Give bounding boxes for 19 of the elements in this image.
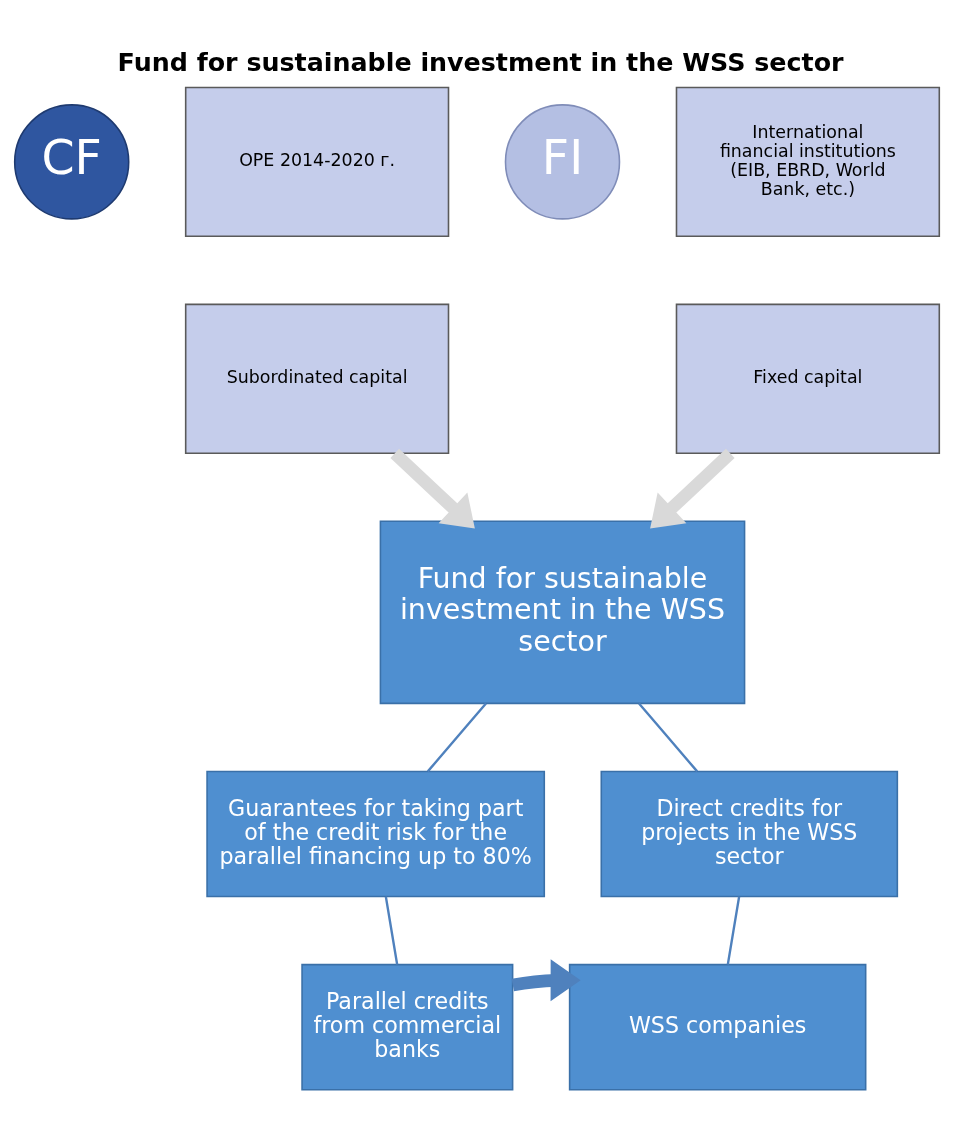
connector — [638, 702, 699, 772]
node-box: International financial institutions (EIB, EBRD, World Bank, etc.) — [675, 86, 941, 237]
node-box: Fixed capital — [675, 303, 941, 454]
arrow — [390, 448, 475, 529]
connector — [726, 896, 741, 965]
node-circle: CF — [13, 103, 130, 220]
connector — [384, 896, 399, 965]
node-circle: FI — [504, 103, 621, 220]
node-box: Direct credits for projects in the WSS sector — [600, 770, 899, 897]
node-box: Subordinated capital — [184, 303, 450, 454]
node-box: OPE 2014-2020 г. — [184, 86, 450, 237]
node-box: Fund for sustainable investment in the WSS sector — [379, 520, 746, 704]
diagram-title: Fund for sustainable investment in the WSS sector — [117, 46, 844, 77]
node-box: Parallel credits from commercial banks — [301, 963, 514, 1090]
arrow — [650, 448, 735, 529]
node-box: Guarantees for taking part of the credit risk for the parallel financing up to 80% — [206, 770, 546, 897]
arrow — [511, 958, 581, 1001]
connector — [426, 702, 487, 772]
node-box: WSS companies — [568, 963, 867, 1090]
